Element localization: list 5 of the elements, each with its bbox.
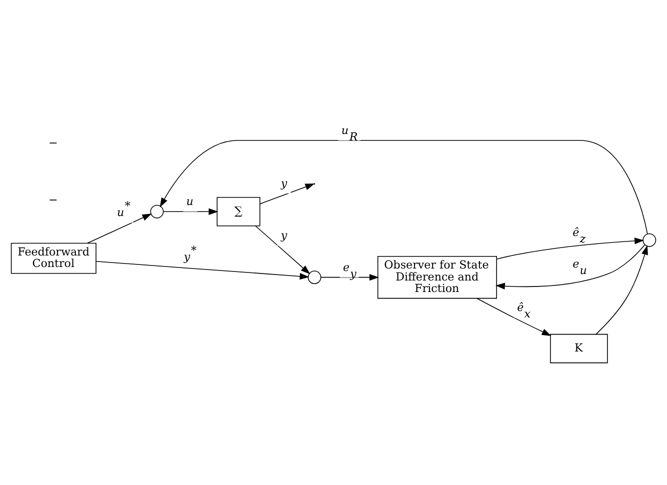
- edge-label: y: [280, 229, 288, 242]
- label: −: [48, 136, 58, 150]
- edge-label: y: [280, 176, 288, 190]
- edge-label: u: [186, 195, 194, 208]
- label: −: [48, 193, 58, 206]
